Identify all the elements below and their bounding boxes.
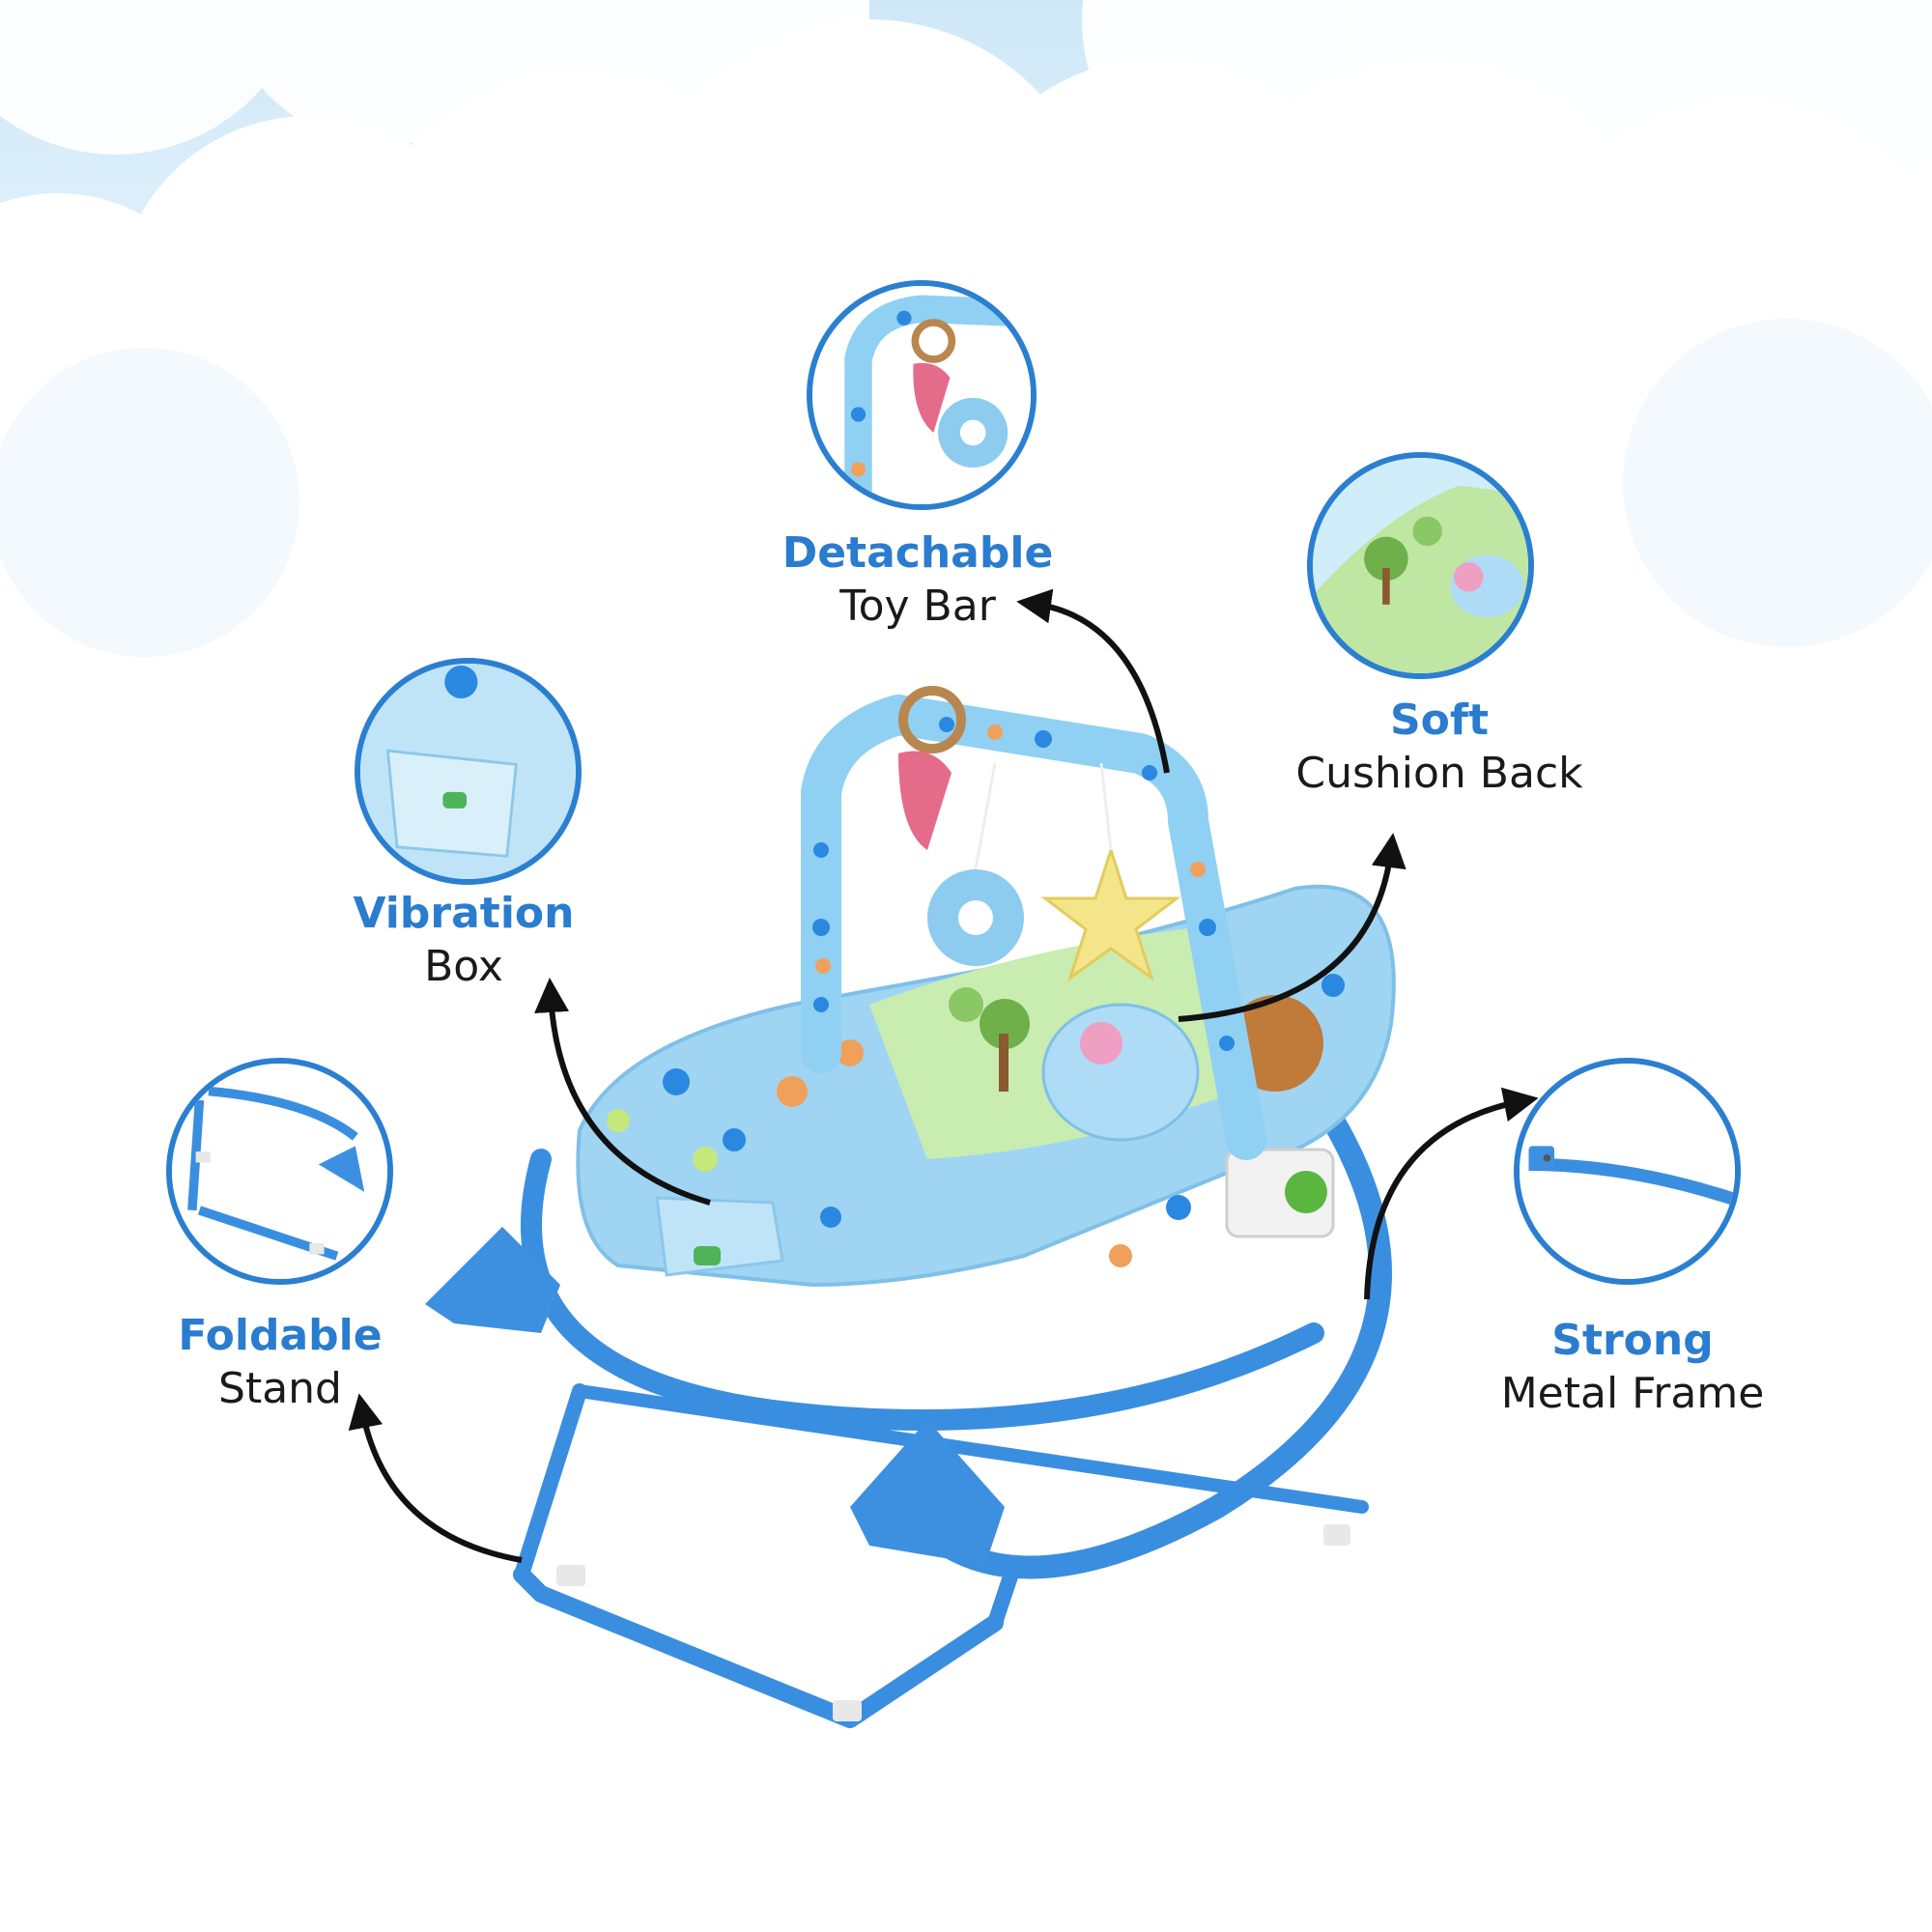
feature-subtitle: Box — [424, 942, 503, 991]
feature-title: Vibration — [353, 889, 575, 938]
feature-subtitle: Cushion Back — [1295, 749, 1583, 798]
toy-bar-closeup-icon — [807, 280, 1037, 510]
feature-title: Detachable — [781, 528, 1054, 578]
feature-label-vibration: Vibration Box — [328, 887, 599, 993]
feature-subtitle: Metal Frame — [1500, 1369, 1765, 1418]
feature-title: Foldable — [178, 1311, 383, 1360]
cushion-back-closeup-icon — [1307, 452, 1534, 679]
foldable-stand-closeup-icon — [166, 1058, 393, 1285]
feature-subtitle: Toy Bar — [839, 582, 996, 631]
feature-title: Soft — [1389, 696, 1490, 745]
feature-subtitle: Stand — [218, 1364, 342, 1413]
arrow-stand — [348, 1393, 523, 1563]
feature-label-stand: Foldable Stand — [155, 1309, 406, 1415]
feature-title: Strong — [1551, 1316, 1714, 1365]
feature-label-toy-bar: Detachable Toy Bar — [773, 526, 1063, 633]
arrow-toy-bar — [1016, 588, 1170, 774]
feature-label-cushion: Soft Cushion Back — [1275, 694, 1604, 800]
arrow-frame — [1364, 1087, 1539, 1300]
metal-frame-closeup-icon — [1514, 1058, 1741, 1285]
vibration-box-closeup-icon — [355, 658, 582, 885]
arrow-cushion — [1178, 833, 1406, 1022]
arrow-vibration — [534, 978, 711, 1206]
feature-label-frame: Strong Metal Frame — [1488, 1314, 1777, 1420]
